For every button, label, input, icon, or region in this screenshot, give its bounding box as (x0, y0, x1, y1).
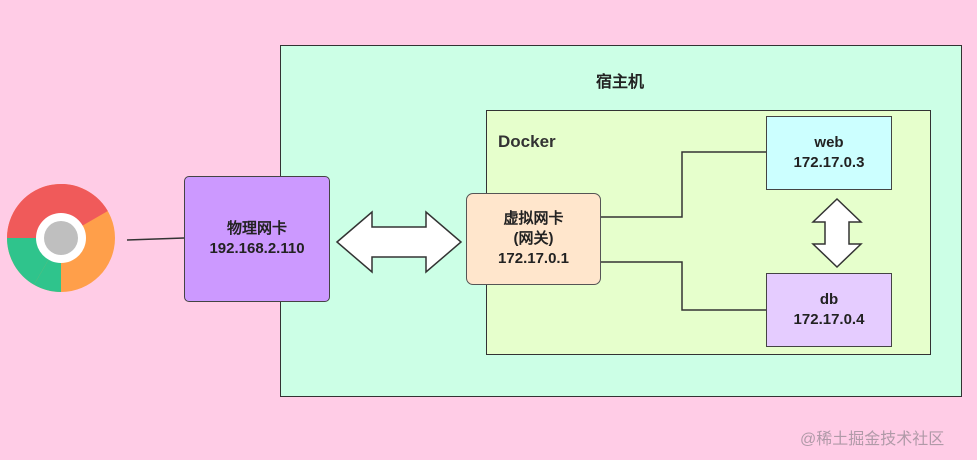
web-ip: 172.17.0.3 (793, 154, 865, 171)
web-db-double-arrow-icon (811, 197, 863, 269)
docker-label: Docker (498, 132, 556, 151)
watermark: @稀土掘金技术社区 (800, 431, 945, 448)
web-container-box: web 172.17.0.3 (766, 116, 892, 190)
physical-nic-ip: 192.168.2.110 (209, 240, 305, 257)
virtual-nic-gateway: (网关) (513, 230, 554, 247)
physical-nic-box: 物理网卡 192.168.2.110 (184, 176, 330, 302)
browser-icon (6, 183, 115, 293)
db-name: db (819, 291, 839, 308)
host-machine-label: 宿主机 (595, 74, 644, 91)
virtual-nic-ip: 172.17.0.1 (498, 250, 569, 267)
virtual-nic-box: 虚拟网卡 (网关) 172.17.0.1 (466, 193, 601, 285)
db-ip: 172.17.0.4 (793, 311, 865, 328)
web-name: web (814, 134, 844, 151)
double-arrow-icon (335, 210, 463, 274)
physical-nic-name: 物理网卡 (226, 220, 287, 237)
vnic-web-link (601, 151, 766, 218)
virtual-nic-name: 虚拟网卡 (503, 210, 564, 227)
db-container-box: db 172.17.0.4 (766, 273, 892, 347)
vnic-db-link (601, 261, 766, 311)
browser-nic-link (126, 237, 185, 241)
